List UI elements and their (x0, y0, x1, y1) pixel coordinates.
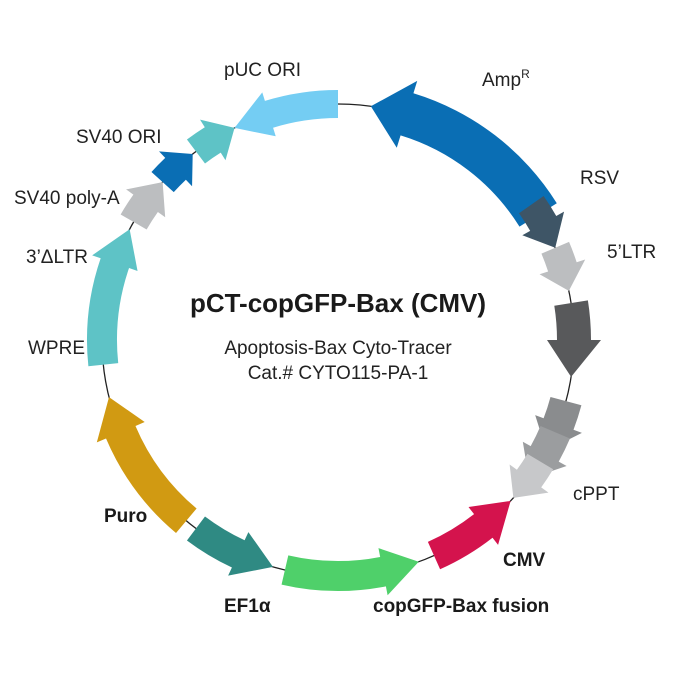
arrow-dark-gray-1 (547, 300, 601, 377)
label-5ltr: 5’LTR (607, 242, 656, 263)
arrow-sv40-ori (186, 119, 235, 164)
arrow-rsv (519, 196, 565, 248)
plasmid-description: Apoptosis-Bax Cyto-Tracer (224, 338, 452, 359)
feature-labels: AmpR RSV 5’LTR cPPT CMV copGFP-Bax fusio… (14, 60, 656, 617)
arrow-ltr3 (120, 182, 166, 230)
label-ampr: AmpR (482, 67, 530, 91)
label-sv40-ori: SV40 ORI (76, 127, 162, 148)
label-copgfp-bax: copGFP-Bax fusion (373, 596, 549, 617)
label-sv40-polya: SV40 poly-A (14, 188, 120, 209)
plasmid-catalog: Cat.# CYTO115-PA-1 (248, 363, 429, 384)
arrow-puc-ori (234, 90, 338, 137)
arrow-copgfp-bax (281, 548, 419, 596)
label-wpre: WPRE (28, 338, 85, 359)
arrow-puro (96, 397, 197, 534)
arrow-ef1a (186, 516, 273, 576)
arrow-cmv (427, 500, 511, 570)
label-puro: Puro (104, 506, 147, 527)
arrow-ltr5 (539, 241, 586, 291)
plasmid-title: pCT-copGFP-Bax (CMV) (190, 288, 486, 318)
label-puc-ori: pUC ORI (224, 60, 301, 81)
arrow-cppt (509, 453, 554, 498)
label-cppt: cPPT (573, 484, 620, 505)
feature-arrows (87, 80, 601, 596)
arrow-sv40-polya (151, 151, 193, 193)
arrow-ampr (370, 80, 557, 227)
label-rsv: RSV (580, 168, 619, 189)
label-cmv: CMV (503, 550, 546, 571)
label-ef1a: EF1α (224, 596, 271, 617)
label-3ltr: 3’ΔLTR (26, 247, 88, 268)
arrow-wpre (87, 229, 138, 367)
